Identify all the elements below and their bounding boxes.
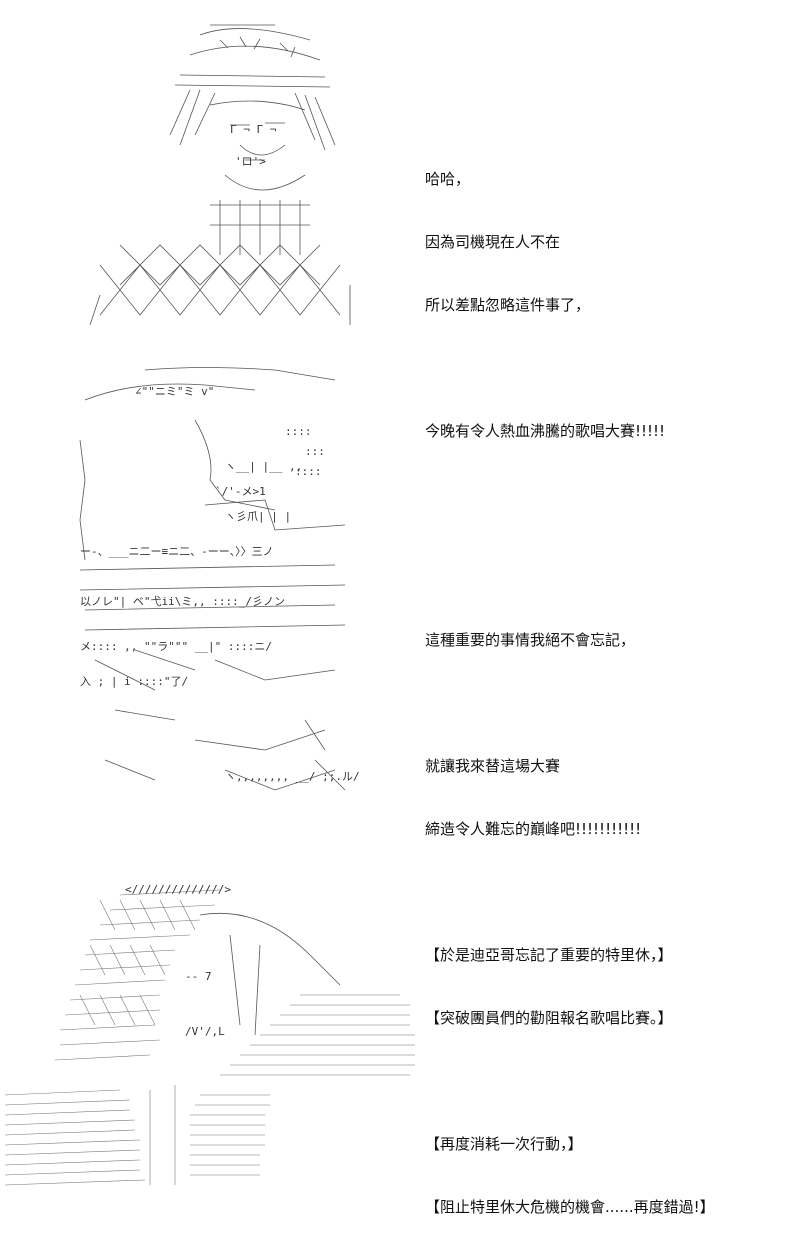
narration-line bbox=[425, 1071, 715, 1092]
panel-1: Γ ¬ Γ ¬ 'ロ'> 哈哈， 因為司機現在人不在 所以差點忽略這件事了， 今… bbox=[0, 0, 800, 440]
capped-character-illustration: Γ ¬ Γ ¬ 'ロ'> bbox=[89, 24, 351, 326]
narration-line: 【於是迪亞哥忘記了重要的特里休，】 bbox=[425, 946, 673, 964]
narration-line: 【再度消耗一次行動，】 bbox=[425, 1135, 583, 1153]
panel-2: ∠""ニミ"ミ v" ヽ__| |__ ,, `/'-メ>1 ヽ彡爪| | | … bbox=[0, 355, 800, 838]
dialogue-line: 因為司機現在人不在 bbox=[425, 233, 561, 251]
panel-2-dialogue: 這種重要的事情我絕不會忘記， 就讓我來替這場大賽 締造令人難忘的巔峰吧!!!!!… bbox=[425, 588, 641, 882]
svg-text:::::: :::: bbox=[295, 465, 322, 478]
svg-text:メ:::: ,, ""ラ""" __|" ::: メ:::: ,, ""ラ""" __|" ::::ニ/ bbox=[80, 640, 272, 653]
svg-text:ヽ,,,,,,,, __/ ;;.ル/ く::::::: ヽ,,,,,,,, __/ ;;.ル/ く:::::: bbox=[225, 770, 360, 783]
panel-1-ascii-art: Γ ¬ Γ ¬ 'ロ'> bbox=[80, 15, 370, 335]
dialogue-line: 哈哈， bbox=[425, 170, 471, 188]
svg-text:::::: :::: bbox=[285, 425, 312, 438]
svg-text:入 ; |: 入 ; | i ::::"了/ bbox=[80, 675, 188, 688]
panel-2-ascii-art: ∠""ニミ"ミ v" ヽ__| |__ ,, `/'-メ>1 ヽ彡爪| | | … bbox=[75, 360, 360, 810]
svg-text:-- 7: -- 7 bbox=[185, 970, 212, 983]
panel-3-ascii-art: <//////////////> -- 7 /V'/,L bbox=[0, 875, 420, 1190]
svg-text:Γ ¬ Γ ¬: Γ ¬ Γ ¬ bbox=[230, 123, 277, 136]
narration-line: 【阻止特里休大危機的機會......再度錯過!】 bbox=[425, 1198, 715, 1216]
dialogue-line: 這種重要的事情我絕不會忘記， bbox=[425, 631, 636, 649]
svg-text:ヽ彡爪| | |: ヽ彡爪| | | bbox=[225, 510, 291, 523]
dialogue-line bbox=[425, 693, 641, 714]
closeup-face-illustration: ∠""ニミ"ミ v" ヽ__| |__ ,, `/'-メ>1 ヽ彡爪| | | … bbox=[79, 367, 360, 791]
svg-text:/V'/,L: /V'/,L bbox=[185, 1025, 225, 1038]
svg-text:<//////////////>: <//////////////> bbox=[125, 883, 231, 896]
svg-text:'ロ'>: 'ロ'> bbox=[235, 155, 266, 168]
svg-text:`/'-メ>1: `/'-メ>1 bbox=[215, 485, 266, 498]
svg-text:ヽ__| |__ ,,: ヽ__| |__ ,, bbox=[225, 460, 302, 473]
dialogue-line: 締造令人難忘的巔峰吧!!!!!!!!!!! bbox=[425, 820, 642, 838]
hand-on-head-illustration: <//////////////> -- 7 /V'/,L bbox=[4, 883, 415, 1186]
svg-text::::: ::: bbox=[305, 445, 325, 458]
dialogue-line: 所以差點忽略這件事了， bbox=[425, 296, 591, 314]
svg-text:∠""ニミ"ミ v": ∠""ニミ"ミ v" bbox=[135, 385, 214, 398]
panel-1-dialogue: 哈哈， 因為司機現在人不在 所以差點忽略這件事了， 今晚有令人熱血沸騰的歌唱大賽… bbox=[425, 127, 665, 484]
dialogue-line: 今晚有令人熱血沸騰的歌唱大賽!!!!! bbox=[425, 422, 666, 440]
svg-text:以ノレ"| ベ"弋ii\ミ,, ::::_/彡ノン: 以ノレ"| ベ"弋ii\ミ,, ::::_/彡ノン bbox=[80, 595, 285, 608]
svg-text:ー-、___ニ二ー≡ニ二、-ーー、〉〉三ノ: ー-、___ニ二ー≡ニ二、-ーー、〉〉三ノ bbox=[80, 545, 274, 558]
dialogue-line: 就讓我來替這場大賽 bbox=[425, 757, 561, 775]
panel-3-narration: 【於是迪亞哥忘記了重要的特里休，】 【突破團員們的勸阻報名歌唱比賽。】 【再度消… bbox=[425, 903, 715, 1260]
panel-3: <//////////////> -- 7 /V'/,L 【於是迪亞哥忘記了重要… bbox=[0, 870, 800, 1216]
narration-line: 【突破團員們的勸阻報名歌唱比賽。】 bbox=[425, 1009, 673, 1027]
